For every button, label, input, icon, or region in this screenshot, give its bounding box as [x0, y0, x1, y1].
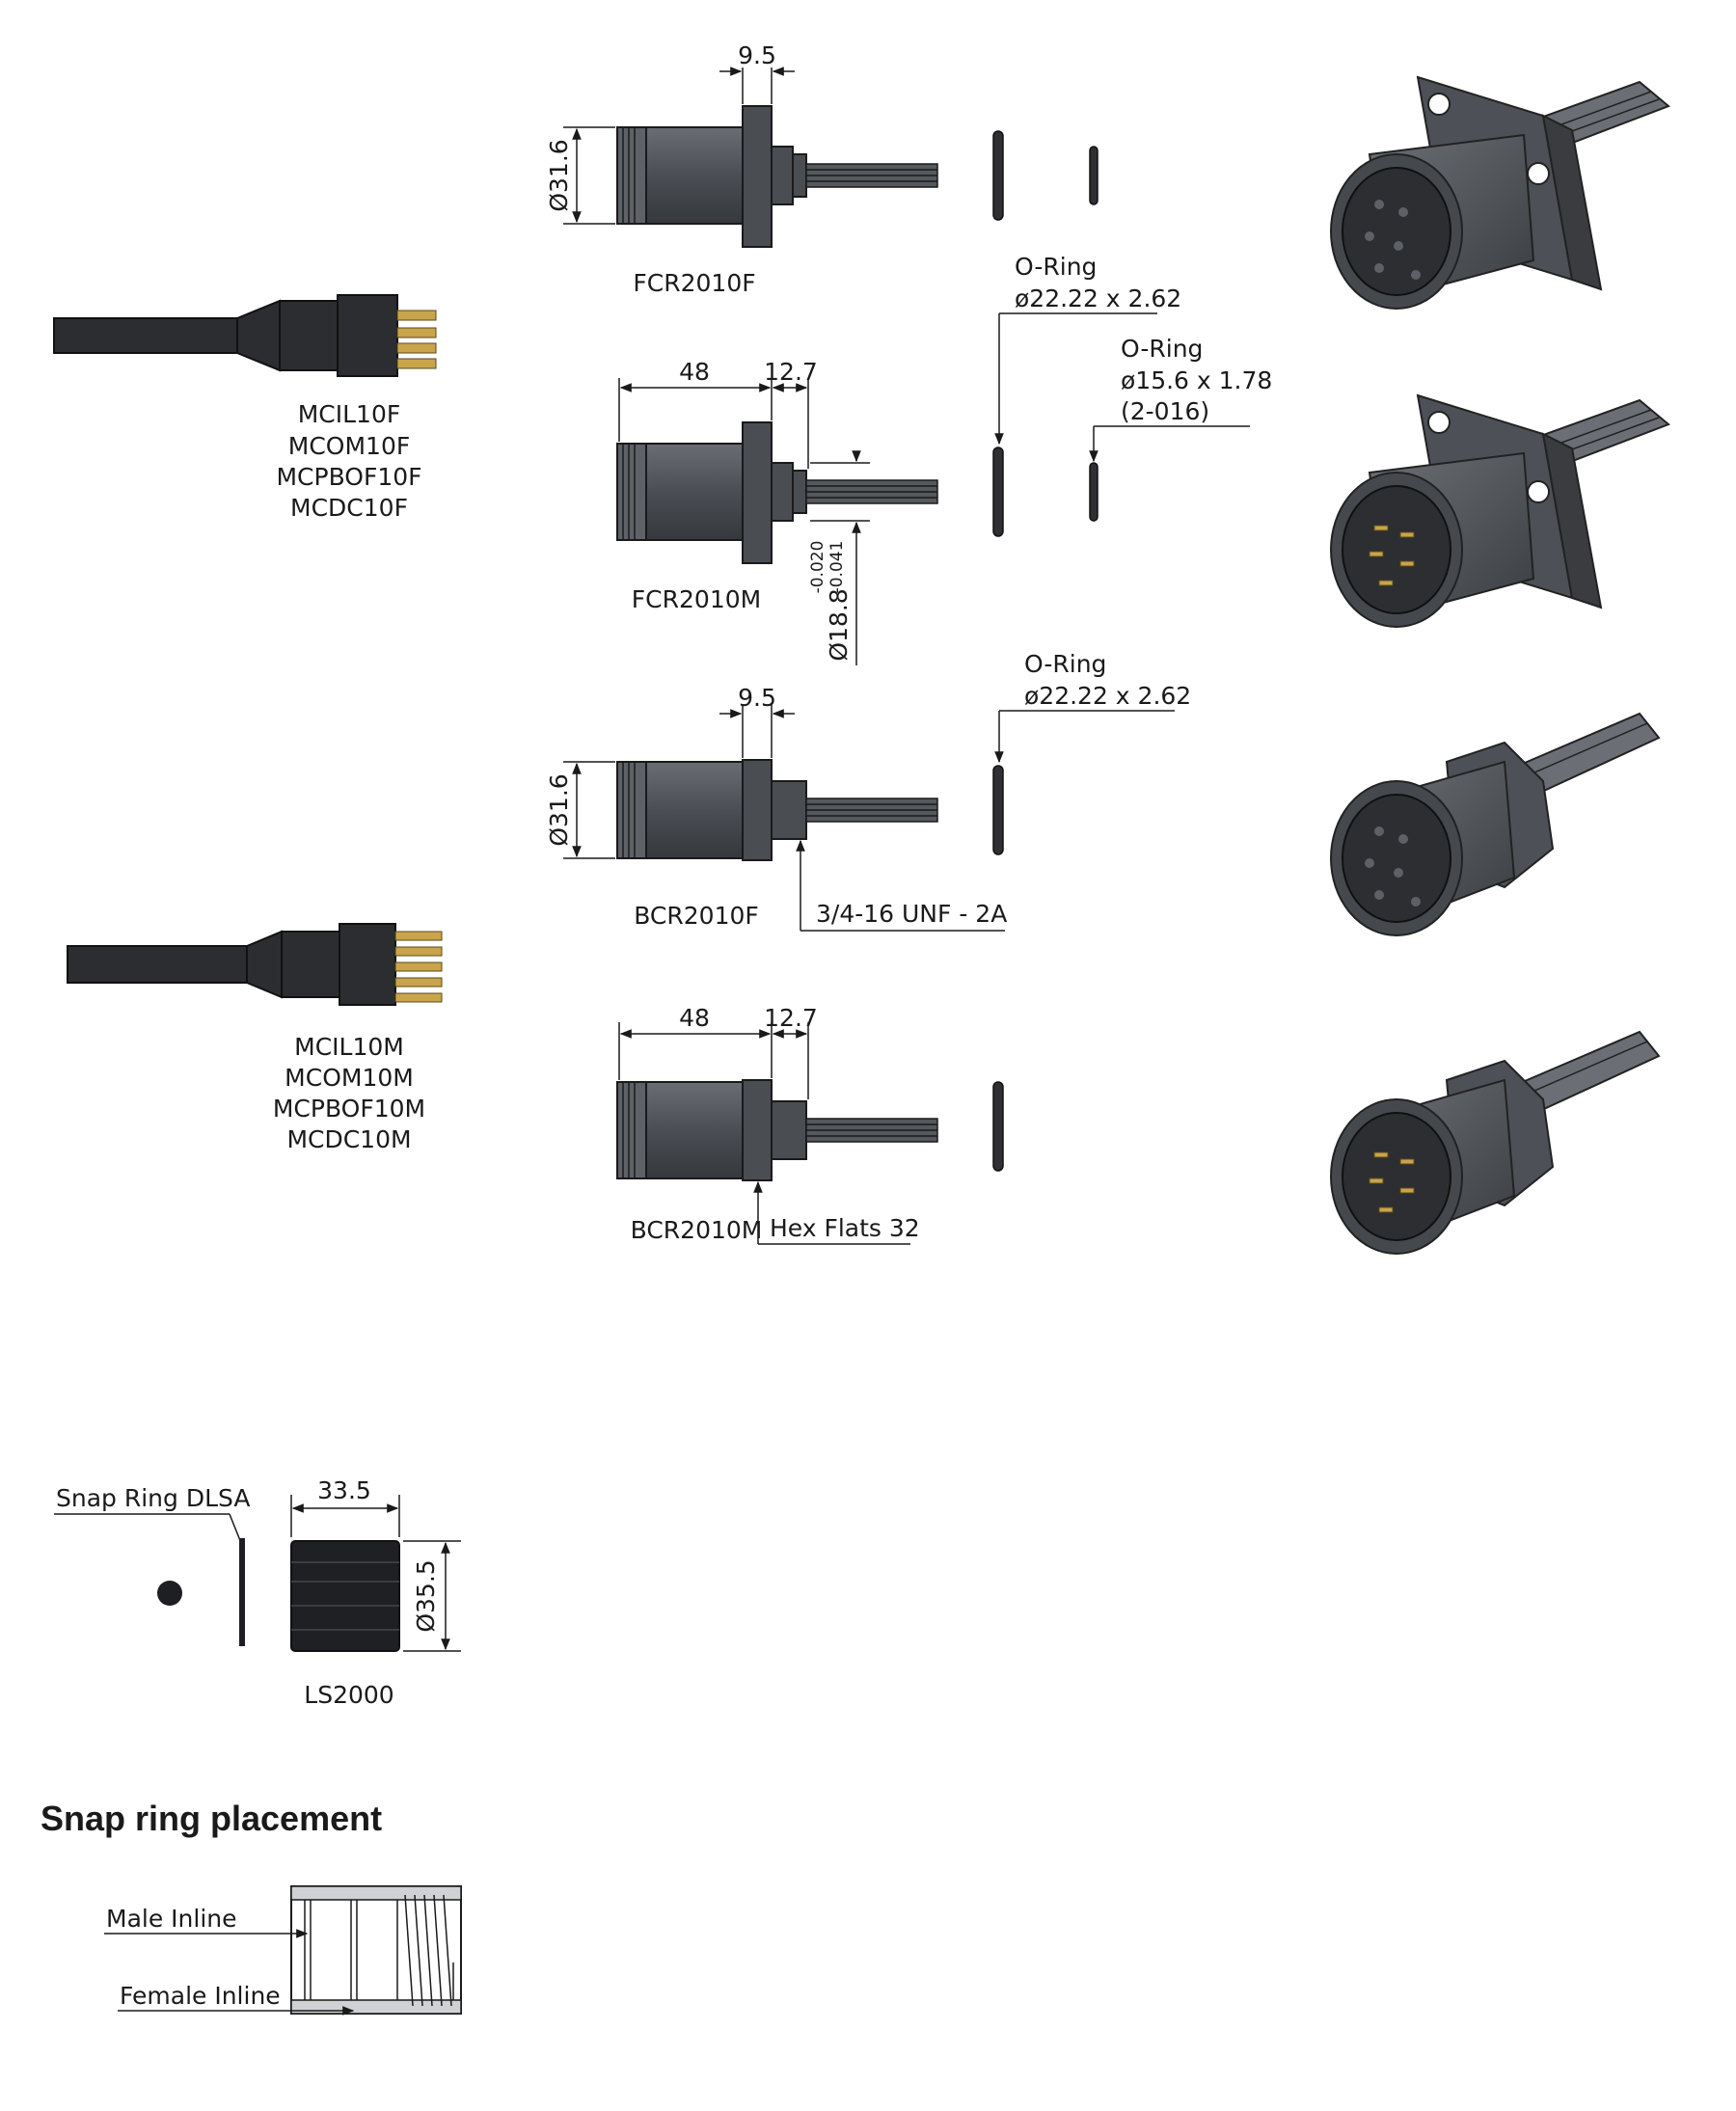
bcr2010f-flange-dim: 9.5: [738, 684, 776, 712]
placement-female-label: Female Inline: [120, 1982, 281, 2010]
female-model-1: MCIL10F: [298, 400, 401, 428]
fcr2010m-length-dim: 48: [679, 358, 710, 386]
bcr2010m-drawing: [616, 1079, 938, 1181]
fcr2010m-tol-upper: -0.020: [808, 541, 827, 594]
bcr2010m-hex: Hex Flats 32: [770, 1214, 920, 1242]
oring-fcr-small-size: ø15.6 x 1.78: [1121, 366, 1272, 394]
female-model-2: MCOM10F: [288, 432, 410, 460]
sleeve-length-dim: 33.5: [317, 1476, 371, 1504]
oring-fcr-small-mid: [1089, 462, 1099, 522]
render-fcr2010f-3d: [1330, 75, 1670, 310]
render-bcr2010m-3d: [1330, 1030, 1661, 1255]
fcr2010m-drawing: [616, 421, 938, 564]
oring-fcr-large-title: O-Ring: [1015, 253, 1097, 281]
oring-bcr-top: [992, 765, 1004, 855]
bcr2010f-label: BCR2010F: [634, 902, 759, 930]
snap-ring-label: Snap Ring DLSA: [56, 1484, 250, 1512]
oring-fcr-large-mid: [992, 447, 1004, 537]
fcr2010f-label: FCR2010F: [633, 269, 755, 297]
sleeve-label: LS2000: [304, 1681, 393, 1709]
oring-fcr-small-title: O-Ring: [1121, 335, 1203, 363]
render-bcr2010f-3d: [1330, 712, 1661, 936]
snap-ring-end-view: [157, 1581, 182, 1606]
placement-male-label: Male Inline: [106, 1905, 237, 1933]
bcr2010m-stub-dim: 12.7: [764, 1004, 818, 1032]
inline-female-connector: [53, 294, 437, 377]
oring-fcr-small-code: (2-016): [1121, 397, 1209, 425]
male-model-2: MCOM10M: [285, 1064, 414, 1092]
bcr2010f-drawing: [616, 759, 938, 861]
female-model-4: MCDC10F: [290, 494, 408, 522]
oring-bcr-size: ø22.22 x 2.62: [1024, 682, 1191, 710]
snap-ring-side-view: [239, 1538, 245, 1646]
placement-section-drawing: [290, 1885, 462, 2015]
female-model-3: MCPBOF10F: [276, 463, 421, 491]
bcr2010m-length-dim: 48: [679, 1004, 710, 1032]
male-model-1: MCIL10M: [294, 1033, 404, 1061]
oring-bcr-bottom: [992, 1081, 1004, 1172]
bcr2010f-diameter-dim: Ø31.6: [545, 773, 573, 846]
fcr2010m-shaft-dim: Ø18.8: [825, 588, 853, 661]
bcr2010f-thread: 3/4-16 UNF - 2A: [816, 900, 1007, 928]
sleeve-diameter-dim: Ø35.5: [412, 1559, 440, 1632]
oring-bcr-title: O-Ring: [1024, 650, 1106, 678]
male-model-4: MCDC10M: [286, 1125, 411, 1153]
fcr2010f-diameter-dim: Ø31.6: [545, 139, 573, 211]
fcr2010f-flange-dim: 9.5: [738, 41, 776, 69]
fcr2010m-label: FCR2010M: [632, 585, 761, 613]
oring-fcr-large-top: [992, 130, 1004, 221]
fcr2010f-drawing: [616, 105, 938, 248]
fcr2010m-stub-dim: 12.7: [764, 358, 818, 386]
placement-heading: Snap ring placement: [41, 1799, 382, 1838]
oring-fcr-large-size: ø22.22 x 2.62: [1015, 284, 1181, 312]
render-fcr2010m-3d: [1330, 393, 1670, 628]
male-model-3: MCPBOF10M: [273, 1095, 425, 1123]
inline-male-connector: [67, 923, 443, 1006]
bcr2010m-label: BCR2010M: [631, 1216, 763, 1244]
oring-fcr-small-top: [1089, 146, 1099, 205]
fcr2010m-tol-lower: -0.041: [827, 541, 847, 594]
locking-sleeve-drawing: [290, 1540, 400, 1652]
